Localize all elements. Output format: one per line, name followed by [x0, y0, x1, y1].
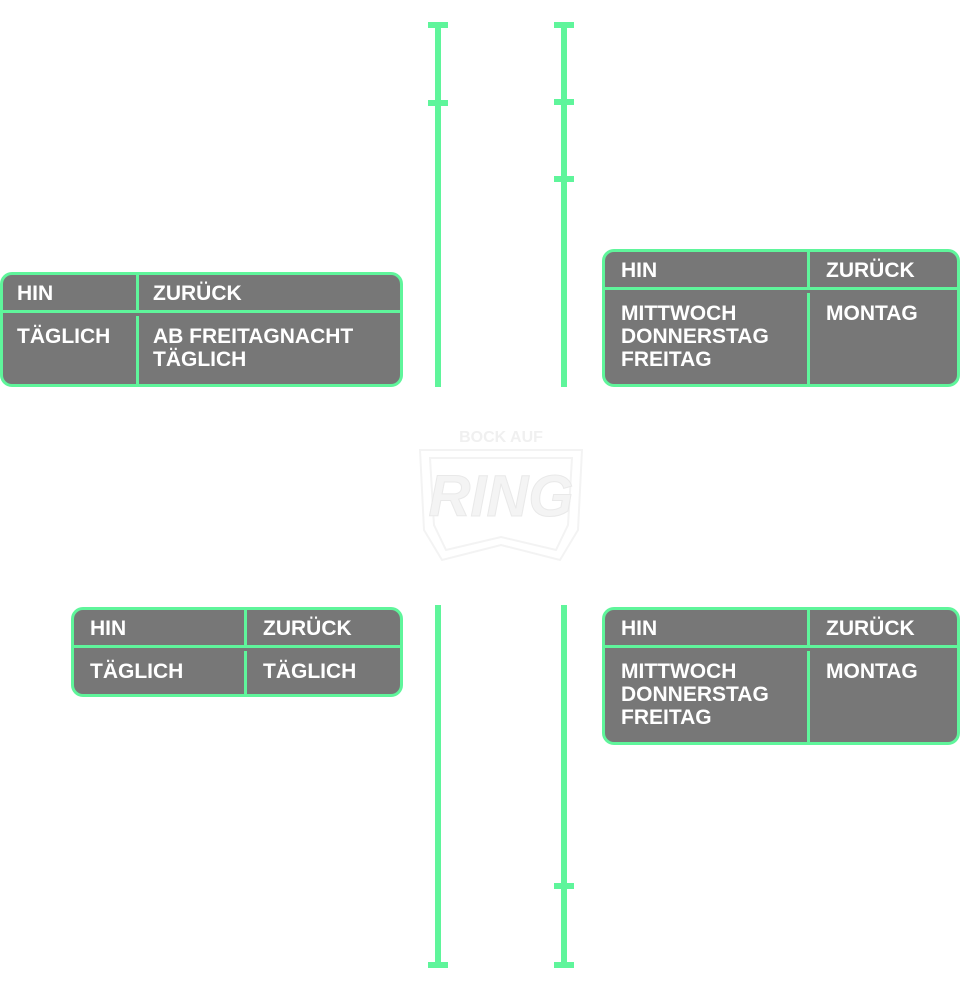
- logo-small-text: BOCK AUF: [459, 429, 543, 446]
- timetable-card-top-left: HIN ZURÜCK TÄGLICH AB FREITAGNACHT TÄGLI…: [0, 272, 403, 387]
- hin-header: HIN: [605, 610, 810, 648]
- track-tick: [554, 99, 574, 105]
- track-tick: [428, 962, 448, 968]
- track-tick: [554, 962, 574, 968]
- hin-header: HIN: [605, 252, 810, 290]
- hin-days: MITTWOCH DONNERSTAG FREITAG: [605, 651, 810, 742]
- hin-header: HIN: [74, 610, 247, 648]
- route-track-bottom-left: [428, 605, 448, 968]
- ring-logo-icon: BOCK AUF RING: [418, 429, 584, 562]
- zurueck-days: MONTAG: [826, 660, 918, 683]
- route-track-bottom-right: [554, 605, 574, 968]
- zurueck-header: ZURÜCK: [247, 610, 400, 648]
- hin-header: HIN: [3, 275, 139, 313]
- track-tick: [428, 22, 448, 28]
- logo-big-text: RING: [429, 464, 574, 529]
- track-tick: [554, 22, 574, 28]
- track-tick: [554, 176, 574, 182]
- track-tick: [428, 100, 448, 106]
- zurueck-days: TÄGLICH: [263, 660, 357, 683]
- zurueck-days: AB FREITAGNACHT TÄGLICH: [153, 325, 354, 371]
- zurueck-header: ZURÜCK: [139, 275, 400, 313]
- hin-days: MITTWOCH DONNERSTAG FREITAG: [605, 293, 810, 384]
- zurueck-header: ZURÜCK: [810, 252, 957, 290]
- hin-days: TÄGLICH: [3, 316, 139, 384]
- zurueck-header: ZURÜCK: [810, 610, 957, 648]
- route-track-top-right: [554, 22, 574, 387]
- hin-days: TÄGLICH: [74, 651, 247, 694]
- timetable-card-bottom-left: HIN ZURÜCK TÄGLICH TÄGLICH: [71, 607, 403, 697]
- timetable-card-top-right: HIN ZURÜCK MITTWOCH DONNERSTAG FREITAG M…: [602, 249, 960, 387]
- route-track-top-left: [428, 22, 448, 387]
- track-tick: [554, 883, 574, 889]
- timetable-card-bottom-right: HIN ZURÜCK MITTWOCH DONNERSTAG FREITAG M…: [602, 607, 960, 745]
- zurueck-days: MONTAG: [826, 302, 918, 325]
